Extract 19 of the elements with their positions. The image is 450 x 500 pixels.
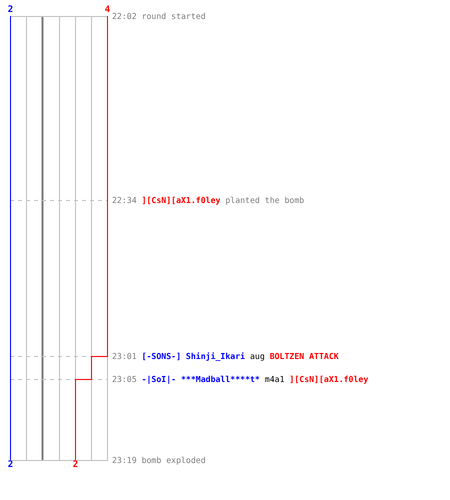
player-name: -|SoI|- ***Madball****t*: [142, 374, 260, 384]
event-text: round started: [142, 11, 206, 21]
team-count: 2: [6, 461, 14, 470]
event-text: bomb exploded: [142, 455, 206, 465]
timestamp: 23:01: [112, 351, 137, 361]
weapon-name: m4a1: [264, 374, 284, 384]
timestamp: 23:19: [112, 455, 137, 465]
timestamp: 22:02: [112, 11, 137, 21]
weapon-name: aug: [250, 351, 265, 361]
team-count: 4: [104, 6, 112, 15]
event-text: planted the bomb: [225, 195, 304, 205]
team-count: 2: [6, 6, 14, 15]
team-count: 2: [72, 461, 80, 470]
timestamp: 22:34: [112, 195, 137, 205]
player-name: BOLTZEN ATTACK: [270, 351, 339, 361]
player-name: [-SONS-] Shinji_Ikari: [142, 351, 246, 361]
player-name: ][CsN][aX1.f0ley: [289, 374, 368, 384]
timestamp: 23:05: [112, 374, 137, 384]
player-name: ][CsN][aX1.f0ley: [142, 195, 220, 205]
